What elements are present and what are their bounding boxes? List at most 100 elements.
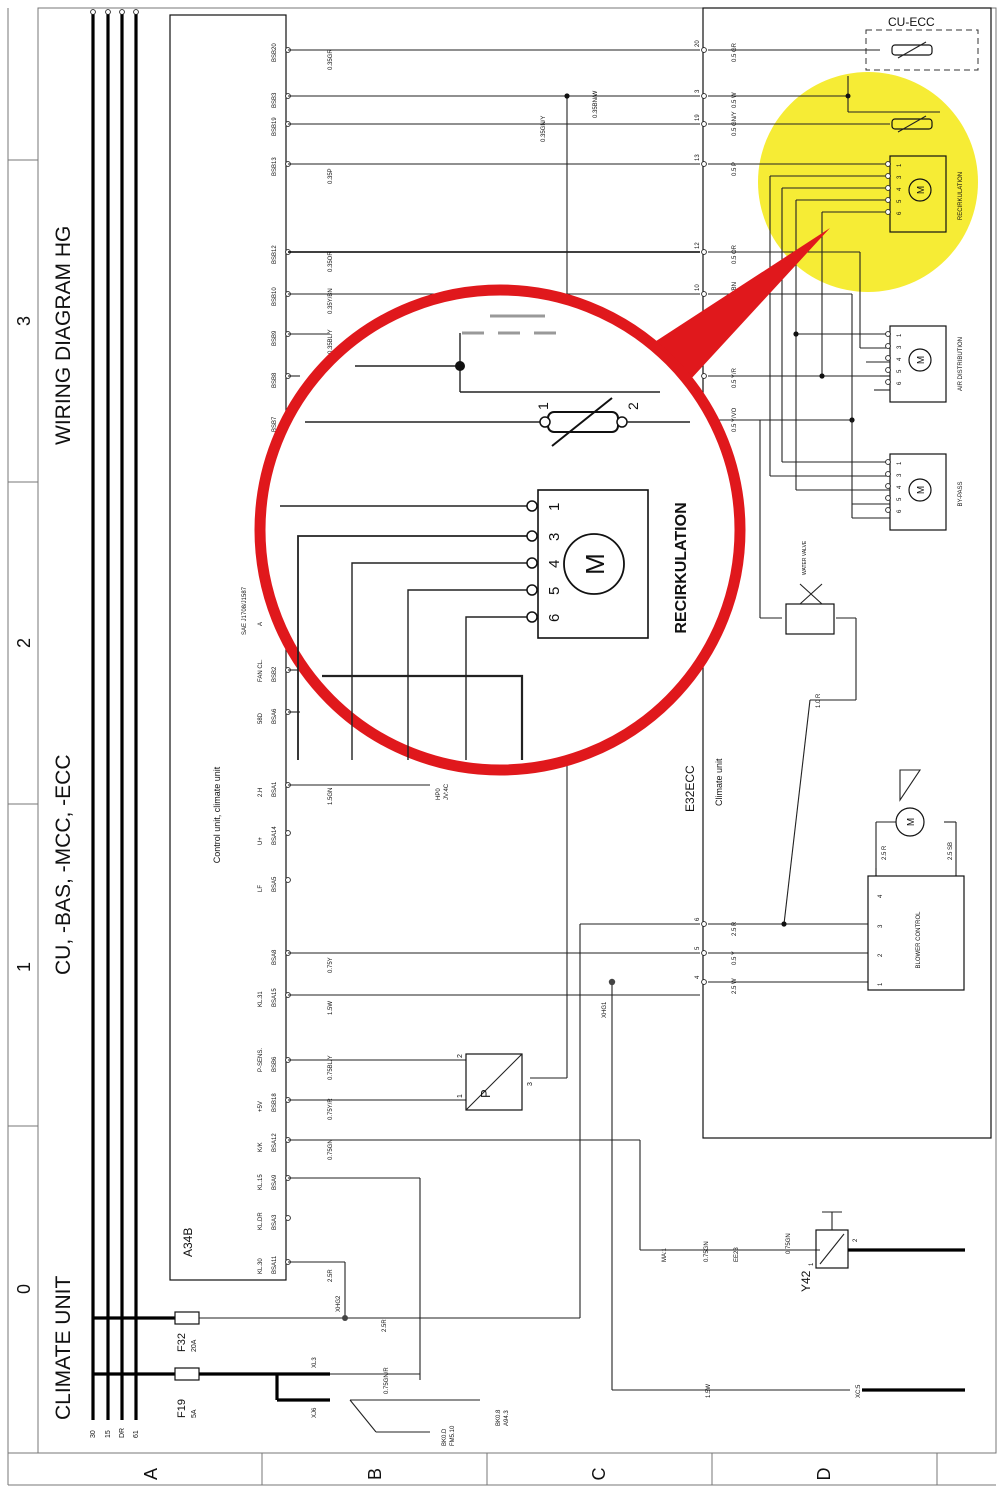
control-unit-pin-name: BSA11 — [272, 1255, 278, 1274]
pressure-sensor: P 2 1 3 — [457, 1053, 534, 1111]
row-label: D — [814, 1468, 834, 1481]
control-unit-wire-label: 1.5GN — [328, 788, 334, 805]
rail-label: 30 — [90, 1430, 97, 1438]
col-labels: 0 1 2 3 — [14, 316, 34, 1294]
connector-label: XHG1 — [602, 1001, 608, 1018]
motor-pin — [885, 483, 891, 489]
motor-pin-number: 4 — [897, 187, 903, 191]
climate-connector-wire: 2.5 W — [732, 978, 738, 994]
drawing-frame — [7, 7, 997, 1486]
callout-pin: 4 — [546, 560, 563, 568]
control-unit-wire-label: 0.35OR — [328, 251, 334, 272]
control-unit-wire-label: 1.5W — [328, 1001, 334, 1015]
blower-control-label: BLOWER CONTROL — [916, 911, 922, 969]
motor-symbol: M — [916, 356, 927, 364]
control-unit-pin-name: BSB19 — [272, 117, 278, 136]
climate-connector-pin — [701, 121, 707, 127]
target-label: JV:4C — [444, 783, 450, 800]
control-unit-pin-name: BSA1 — [272, 781, 278, 797]
motor-symbol: M — [916, 186, 927, 194]
motor-label-recirculation: RECIRKULATION — [958, 172, 964, 220]
climate-connector-number: 4 — [695, 975, 701, 979]
motor-label-bypass: BY-PASS — [958, 481, 964, 506]
target-label: HP0 — [436, 788, 442, 800]
blower-pin: 3 — [878, 924, 884, 928]
title-variants: CU, -BAS, -MCC, -ECC — [52, 755, 75, 976]
lower-connectors: XHG1 XHG2 XL3 XJ6 MA:1 EE23 XC:5 0.75GN … — [312, 783, 862, 1446]
control-unit-wire-label: 0.75Y/R — [328, 1098, 334, 1120]
relay-y42: Y42 0.75GN 1 2 — [786, 1211, 965, 1292]
motor-pin-number: 5 — [897, 497, 903, 501]
connector-label: XL3 — [312, 1357, 318, 1368]
callout-pin: 1 — [546, 503, 563, 511]
callout-recirculation-label: RECIRKULATION — [673, 502, 690, 633]
magnifier-callout: 1 2 M RECIRKULATION 1 3 4 5 6 — [254, 228, 830, 776]
motor-pin-number: 3 — [897, 473, 903, 477]
motor-pin — [885, 331, 891, 337]
pressure-sensor-label: P — [478, 1089, 493, 1098]
control-unit-pin-function: LF — [258, 885, 264, 892]
motor-pin-number: 6 — [897, 509, 903, 513]
pressure-sensor-pin: 3 — [527, 1082, 534, 1086]
motor-pin-number: 4 — [897, 485, 903, 489]
control-unit-pin-name: BSA6 — [272, 708, 278, 724]
blower-control: BLOWER CONTROL 4 3 2 1 — [867, 875, 965, 991]
control-unit-pin-name: BSB18 — [272, 1093, 278, 1112]
relay-id: Y42 — [799, 1270, 813, 1292]
target-label: A94.3 — [504, 1410, 510, 1426]
control-unit-description: Control unit, climate unit — [212, 766, 222, 863]
motor-air-distribution: M AIR DISTRIBUTION — [889, 325, 964, 403]
col-label: 0 — [14, 1284, 34, 1294]
motor-bypass: M BY-PASS — [889, 453, 964, 531]
connector-label: EE23 — [734, 1247, 740, 1262]
control-unit-pin-function: KL.DR — [258, 1212, 264, 1230]
motor-pin — [885, 355, 891, 361]
fuse-f32-rating: 20A — [191, 1339, 198, 1352]
control-unit-pin-function: KL.15 — [258, 1174, 264, 1190]
target-label: BK0.8 — [496, 1409, 502, 1426]
motor-pin-number: 5 — [897, 199, 903, 203]
pressure-sensor-pin: 2 — [457, 1054, 464, 1058]
climate-connector-pin — [701, 979, 707, 985]
target-label: FM5.10 — [450, 1425, 456, 1446]
control-unit-pin-function: 2.H — [258, 788, 264, 797]
wire-label: 1.5W — [706, 1384, 712, 1398]
climate-connector-number: 3 — [695, 89, 701, 93]
rail-label: DR — [119, 1428, 126, 1438]
motor-pin-number: 1 — [897, 333, 903, 337]
fuse-f19 — [174, 1367, 200, 1381]
title-wiring-diagram: WIRING DIAGRAM HG — [52, 226, 75, 445]
control-unit-pin-name: BSB8 — [272, 372, 278, 388]
climate-connector-wire: 0.5 GR — [732, 42, 738, 62]
title-climate-unit: CLIMATE UNIT — [52, 1276, 75, 1420]
relay-pin: 2 — [853, 1238, 859, 1242]
motor-pin-number: 6 — [897, 381, 903, 385]
control-unit-pin-name: BSA15 — [272, 988, 278, 1007]
control-unit-pin — [285, 877, 291, 883]
control-unit-pin-function: +5V — [258, 1101, 264, 1112]
motor-pin — [885, 507, 891, 513]
control-unit-wire-label: 0.35P — [328, 168, 334, 184]
climate-connector-number: 20 — [695, 40, 701, 47]
fuse-f19-name: F19 — [176, 1399, 188, 1418]
control-unit-pin — [285, 1215, 291, 1221]
pressure-sensor-pin: 1 — [457, 1094, 464, 1098]
control-unit-wire-label: 0.35GR — [328, 49, 334, 70]
control-unit-wire-label: 2.5R — [328, 1269, 334, 1282]
climate-internal-wires — [708, 49, 957, 983]
climate-connector-pin — [701, 249, 707, 255]
highlight-circle — [758, 72, 978, 292]
col-label: 3 — [14, 316, 34, 326]
connector-label: XJ6 — [312, 1407, 318, 1418]
supply-rails: 30 15 DR 61 — [90, 9, 140, 1438]
col-label: 1 — [14, 962, 34, 972]
climate-connector-pin — [701, 373, 707, 379]
fuses: F32 20A F19 5A — [93, 1311, 580, 1418]
rail-label: 15 — [105, 1430, 112, 1438]
rail-label: 61 — [133, 1430, 140, 1438]
climate-unit-description: Climate unit — [714, 758, 724, 806]
motor-pin-number: 1 — [897, 461, 903, 465]
climate-connector-wire: 0.5 W — [732, 92, 738, 108]
